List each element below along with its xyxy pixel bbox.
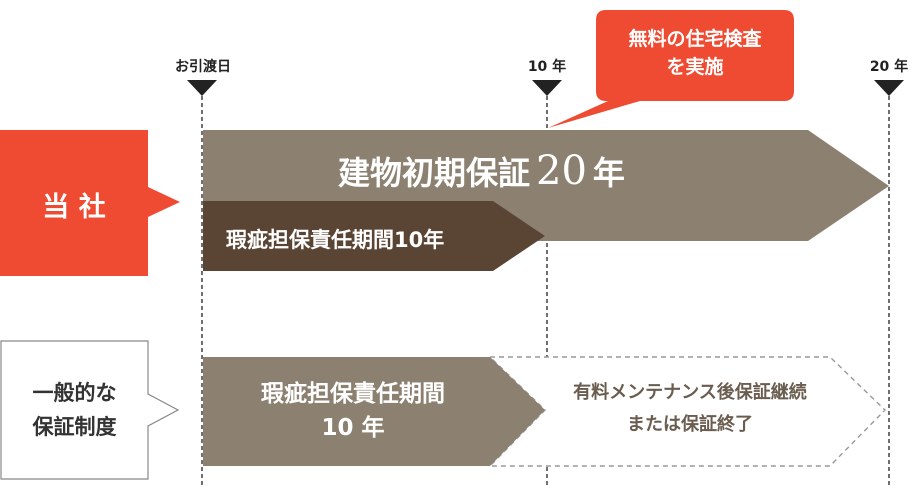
general-bar-line-1: 瑕疵担保責任期間 [261, 381, 445, 407]
main-bar-unit: 年 [592, 154, 625, 192]
company-label-block [0, 130, 180, 276]
tick-label-10-years: 10 年 [527, 59, 567, 75]
callout-text: 無料の住宅検査 を実施 [596, 25, 794, 81]
paid-line-2: または保証終了 [627, 414, 753, 435]
general-label-line-1: 一般的な [32, 381, 117, 405]
liability-10y-bar [203, 201, 545, 271]
general-label: 一般的な 保証制度 [1, 376, 148, 444]
sub-bar-label: 瑕疵担保責任期間10年 [226, 228, 445, 252]
general-bar-text: 瑕疵担保責任期間 10 年 [203, 377, 503, 445]
main-bar-number: 20 [536, 148, 587, 194]
company-label: 当 社 [42, 192, 106, 223]
callout-line-1: 無料の住宅検査 [628, 28, 762, 50]
callout-line-2: を実施 [666, 56, 724, 78]
tick-marker-10-years [532, 80, 562, 96]
tick-label-handover: お引渡日 [175, 59, 231, 75]
general-liability-bar [203, 357, 545, 466]
callout-bubble [548, 10, 794, 128]
main-bar-prefix: 建物初期保証 [338, 154, 531, 192]
tick-marker-20-years [874, 80, 904, 96]
general-label-line-2: 保証制度 [32, 415, 117, 439]
general-label-box [0, 340, 180, 480]
tick-marker-handover [187, 80, 217, 96]
general-bar-line-2: 10 年 [321, 415, 385, 441]
paid-line-1: 有料メンテナンス後保証継続 [573, 382, 807, 403]
paid-continuation-text: 有料メンテナンス後保証継続 または保証終了 [540, 377, 840, 441]
tick-label-20-years: 20 年 [869, 59, 909, 75]
